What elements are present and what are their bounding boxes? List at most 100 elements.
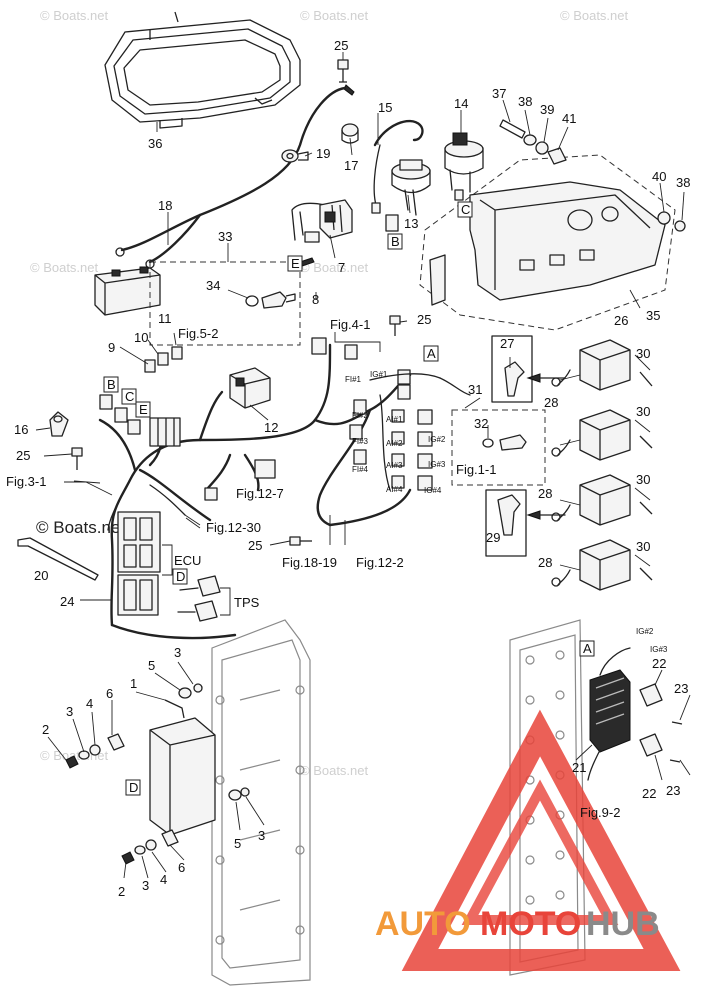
logo-moto-text: MOTO [480, 905, 581, 943]
part-number: 41 [562, 111, 576, 126]
leader-lines [35, 52, 691, 879]
ecu-mount-hardware [65, 733, 179, 865]
bolt-25-right [389, 315, 401, 336]
watermark-text-dark: © Boats.net [36, 518, 125, 537]
part-number: 13 [404, 216, 418, 231]
ecu-unit [149, 683, 250, 836]
figure-ref: Fig.3-1 [6, 474, 46, 489]
watermark-text: © Boats.net [560, 8, 629, 23]
part-number: 25 [417, 312, 431, 327]
main-harness-24 [98, 337, 412, 640]
part-number: 17 [344, 158, 358, 173]
part-number: 23 [666, 783, 680, 798]
part-number: 35 [646, 308, 660, 323]
wire-label: FI#1 [345, 375, 362, 384]
part-number: 38 [676, 175, 690, 190]
watermark-text: © Boats.net [40, 8, 109, 23]
part-number: 40 [652, 169, 666, 184]
wire-label: IG#4 [424, 486, 442, 495]
injector-connectors [349, 373, 471, 491]
part-number: 7 [338, 260, 345, 275]
connector-letter: C [461, 202, 470, 217]
part-number: 38 [518, 94, 532, 109]
bolt-25-left [71, 447, 83, 470]
wire-label: AI#2 [386, 439, 403, 448]
terminal-16 [49, 411, 69, 437]
part-number: 22 [652, 656, 666, 671]
figure-ref: Fig.12-30 [206, 520, 261, 535]
relay-12 [229, 367, 271, 409]
part-number: 25 [334, 38, 348, 53]
part-number: 3 [174, 645, 181, 660]
watermark-text: © Boats.net [300, 763, 369, 778]
part-number: 28 [538, 555, 552, 570]
figure-ref: Fig.5-2 [178, 326, 218, 341]
cover-frame-36 [104, 11, 301, 129]
connector-letter: E [139, 402, 148, 417]
figure-ref-arrows [64, 481, 346, 545]
boats-net-watermarks: © Boats.net © Boats.net © Boats.net © Bo… [30, 8, 629, 778]
part-number: 30 [636, 472, 650, 487]
part-number: 1 [130, 676, 137, 691]
watermark-text: © Boats.net [300, 8, 369, 23]
part-number: 28 [544, 395, 558, 410]
plug-cap-27 [491, 335, 533, 403]
part-number: 36 [148, 136, 162, 151]
connector-letter: B [107, 377, 116, 392]
ecu-connectors [117, 511, 173, 616]
plug-cap-29 [485, 489, 527, 557]
part-number: 18 [158, 198, 172, 213]
figure-ref: Fig.4-1 [330, 317, 370, 332]
part-number: 19 [316, 146, 330, 161]
sensor-34 [245, 291, 296, 309]
part-number: 4 [86, 696, 93, 711]
part-number: 22 [642, 786, 656, 801]
cable-tie-20 [17, 537, 99, 581]
logo-hub-text: HUB [586, 905, 660, 943]
group-box-33 [149, 261, 301, 346]
part-number: 25 [248, 538, 262, 553]
washer-38b [674, 220, 686, 232]
part-number: 16 [14, 422, 28, 437]
part-number: 8 [312, 292, 319, 307]
wire-label: AI#3 [386, 461, 403, 470]
watermark-text: © Boats.net [300, 260, 369, 275]
wire-label: IG#3 [650, 645, 668, 654]
part-number: 2 [118, 884, 125, 899]
ecu-label: ECU [174, 553, 201, 568]
connector-letter: B [391, 234, 400, 249]
part-number: 5 [234, 836, 241, 851]
part-number: 24 [60, 594, 74, 609]
part-number: 20 [34, 568, 48, 583]
figure-ref: Fig.9-2 [580, 805, 620, 820]
part-number: 39 [540, 102, 554, 117]
part-number: 30 [636, 346, 650, 361]
part-number: 21 [572, 760, 586, 775]
figure-ref: Fig.1-1 [456, 462, 496, 477]
relay-cluster-13-15 [341, 119, 484, 232]
collar-41 [547, 147, 567, 165]
wire-label: IG#1 [370, 370, 388, 379]
figure-references: Fig.5-2 Fig.4-1 Fig.3-1 Fig.12-30 Fig.12… [6, 317, 620, 820]
connector-letter: C [125, 389, 134, 404]
wire-label: FI#3 [352, 437, 369, 446]
bracket-35 [419, 154, 676, 331]
part-number: 25 [16, 448, 30, 463]
part-number: 6 [106, 686, 113, 701]
wire-label: FI#2 [352, 411, 369, 420]
connector-letter: D [129, 780, 138, 795]
connector-letter: A [427, 346, 436, 361]
figure-ref: Fig.12-7 [236, 486, 284, 501]
engine-block [211, 619, 311, 986]
terminal-19 [281, 149, 309, 163]
figure-ref: Fig.12-2 [356, 555, 404, 570]
part-number: 12 [264, 420, 278, 435]
part-number: 9 [108, 340, 115, 355]
part-number: 3 [66, 704, 73, 719]
connector-letter: A [583, 641, 592, 656]
sensor-32 [482, 434, 527, 451]
wire-label: AI#4 [386, 485, 403, 494]
part-number: 6 [178, 860, 185, 875]
wire-label: AI#1 [386, 415, 403, 424]
